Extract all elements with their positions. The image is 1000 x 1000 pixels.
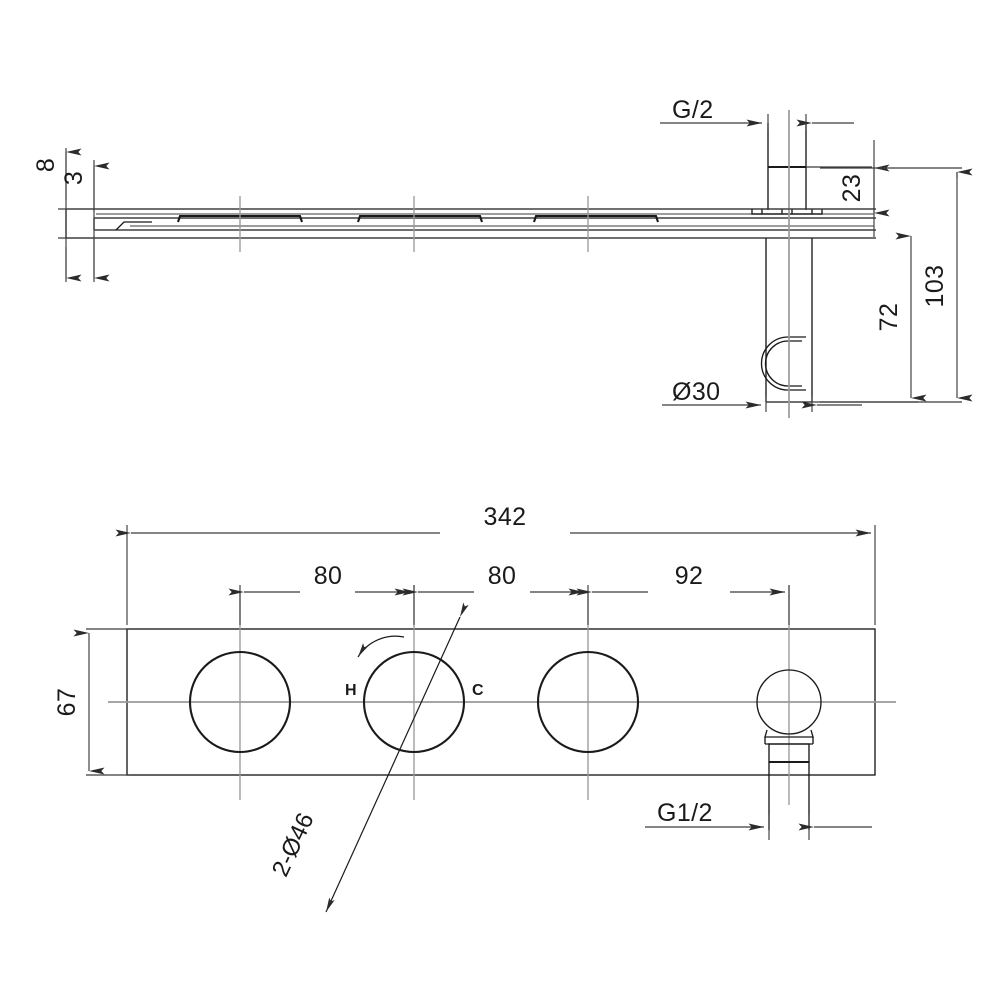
dimension-thickness-8: 8: [32, 148, 120, 282]
dim-label-67: 67: [53, 688, 81, 717]
dim-label-103: 103: [921, 265, 949, 308]
dimension-spacing-80-a: 80: [228, 562, 415, 625]
dimension-spacing-92: 92: [576, 562, 790, 625]
outlet-body-geometry: [760, 238, 813, 403]
dimension-spacing-80-b: 80: [402, 562, 589, 625]
dimension-thickness-3: 3: [60, 160, 110, 282]
handle-hole-1: [188, 650, 292, 754]
hot-marker-label: H: [345, 682, 357, 699]
dimension-outlet-drop-72: 72: [812, 229, 927, 403]
front-vertical-centerlines: [239, 585, 790, 805]
side-view-centerlines: [239, 196, 589, 252]
dim-label-3: 3: [60, 171, 88, 185]
dimension-outlet-thread-g12: G1/2: [645, 799, 872, 840]
dimension-plate-height-67: 67: [53, 628, 131, 776]
dimension-outlet-diameter-30: Ø30: [662, 378, 862, 412]
cold-marker-label: C: [472, 682, 484, 699]
front-outlet-spout: [756, 669, 822, 830]
dim-label-g12: G1/2: [657, 799, 713, 827]
handle-hole-3: [536, 650, 640, 754]
side-elevation-view: 8 3 G/2 23: [32, 96, 973, 418]
dim-label-8: 8: [32, 158, 60, 172]
dim-label-92: 92: [675, 562, 704, 590]
handle-boss-profiles: [177, 214, 659, 223]
dim-label-72: 72: [875, 303, 903, 332]
plate-section-profile: [65, 208, 876, 239]
inlet-stub-geometry: [751, 123, 823, 215]
dimension-inlet-thread-g2: G/2: [660, 96, 854, 130]
hole-callout-leader: 2-Ø46: [267, 602, 469, 913]
dim-label-342: 342: [484, 503, 527, 531]
dim-label-80-b: 80: [488, 562, 517, 590]
dimension-inlet-projection-23: 23: [762, 140, 890, 237]
dim-label-23: 23: [838, 174, 866, 203]
dim-label-g2: G/2: [672, 96, 714, 124]
dim-label-2-o46: 2-Ø46: [267, 809, 320, 881]
dimension-overall-length-342: 342: [115, 503, 876, 625]
front-plan-view: H C 2-Ø46 342 80: [53, 503, 896, 913]
dim-label-o30: Ø30: [672, 378, 720, 406]
dim-label-80-a: 80: [314, 562, 343, 590]
